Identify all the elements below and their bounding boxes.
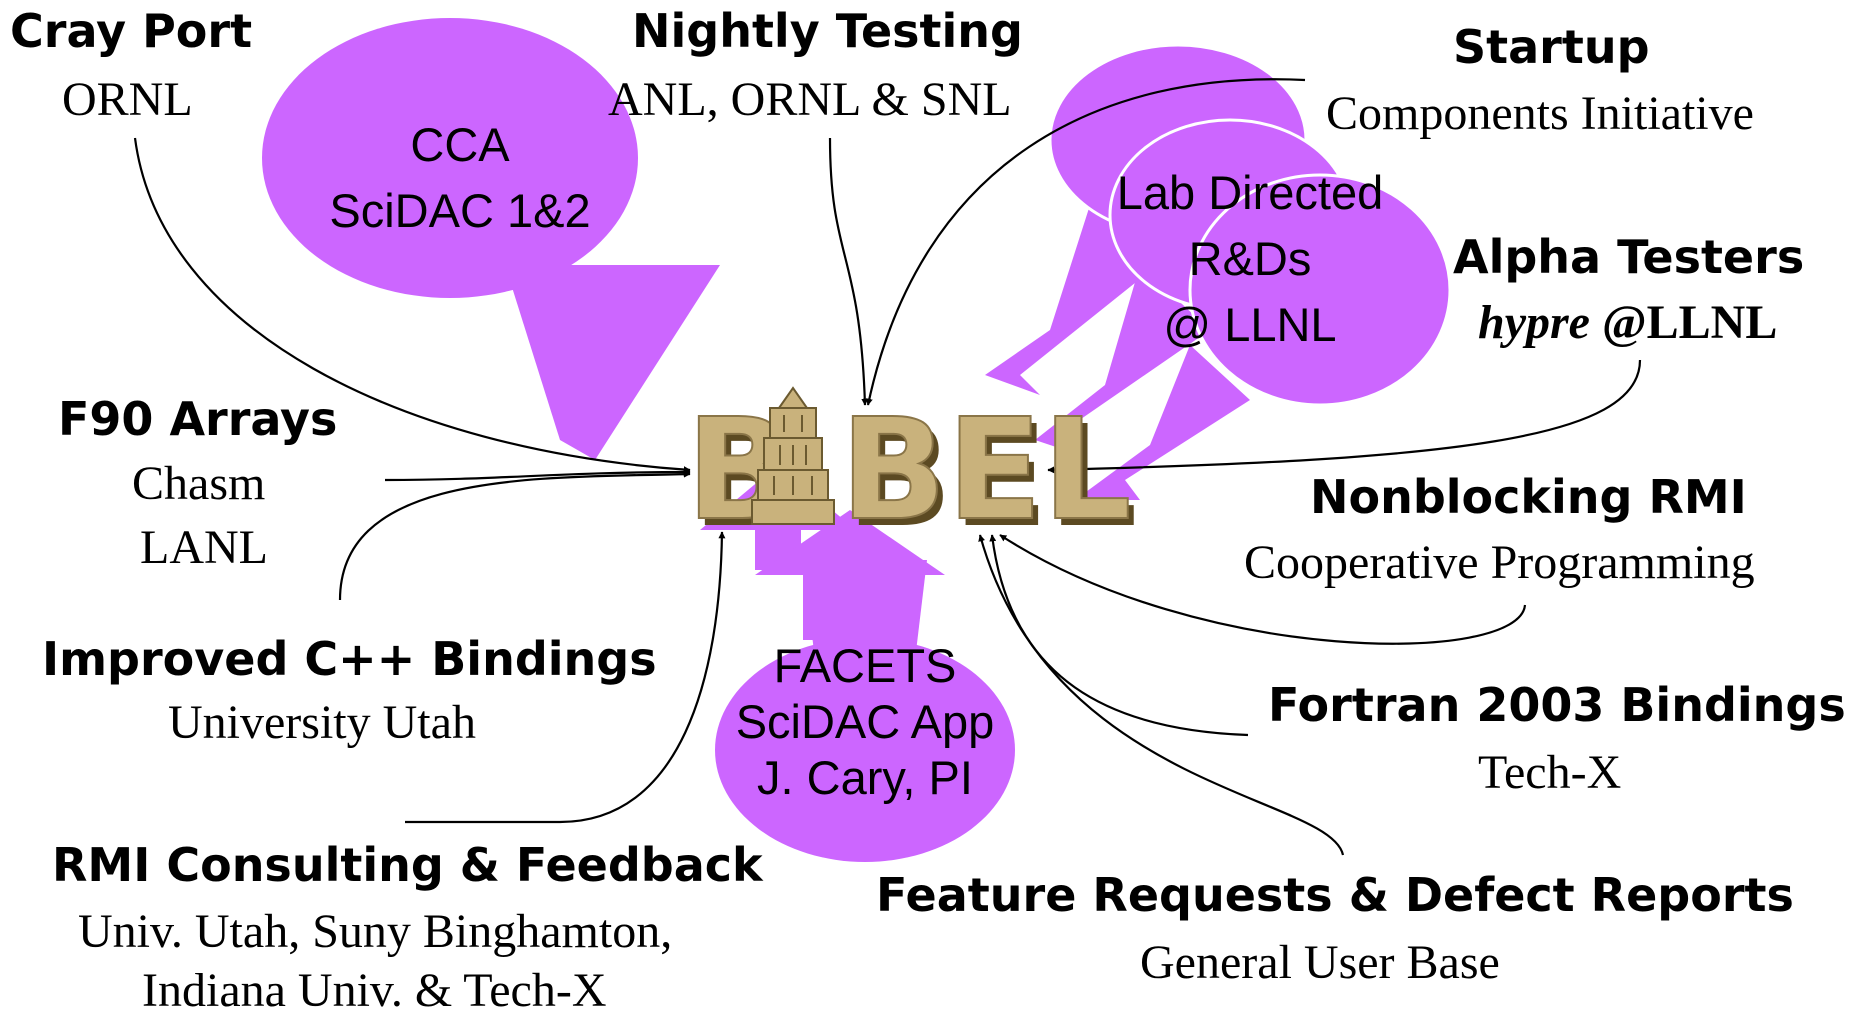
cca-speech-blob bbox=[262, 18, 720, 460]
lab-blob-text: Lab Directed R&Ds @ LLNL bbox=[1080, 160, 1420, 358]
arrow-fortran bbox=[989, 534, 1249, 737]
lab-line1: Lab Directed bbox=[1116, 166, 1384, 219]
cca-line2: SciDAC 1&2 bbox=[329, 184, 591, 237]
alpha-sub-rest: @LLNL bbox=[1589, 296, 1778, 349]
cca-blob-text: CCA SciDAC 1&2 bbox=[300, 112, 620, 244]
fortran-bindings-title: Fortran 2003 Bindings bbox=[1268, 678, 1846, 732]
cca-line1: CCA bbox=[410, 118, 510, 171]
facets-line2: SciDAC App bbox=[735, 695, 995, 748]
cpp-bindings-sub: University Utah bbox=[168, 696, 476, 749]
babel-logo: B B BEL BEL bbox=[685, 386, 1138, 559]
cray-port-sub: ORNL bbox=[62, 73, 193, 126]
svg-text:BEL: BEL bbox=[846, 396, 1138, 559]
feature-requests-sub: General User Base bbox=[1140, 936, 1500, 989]
arrow-startup bbox=[865, 78, 1306, 406]
lab-line3: @ LLNL bbox=[1163, 298, 1337, 351]
startup-sub: Components Initiative bbox=[1326, 87, 1754, 140]
fortran-bindings-sub: Tech-X bbox=[1478, 746, 1622, 799]
rmi-consulting-title: RMI Consulting & Feedback bbox=[52, 838, 763, 892]
arrow-nonblocking bbox=[999, 534, 1527, 645]
nightly-testing-sub: ANL, ORNL & SNL bbox=[608, 73, 1012, 126]
startup-title: Startup bbox=[1453, 20, 1650, 74]
lab-line2: R&Ds bbox=[1188, 232, 1312, 285]
nonblocking-rmi-title: Nonblocking RMI bbox=[1310, 470, 1747, 524]
feature-requests-title: Feature Requests & Defect Reports bbox=[876, 868, 1794, 922]
arrow-cpp bbox=[338, 470, 691, 601]
arrow-rmi bbox=[405, 531, 726, 824]
arrow-cray bbox=[133, 137, 691, 474]
f90-arrays-sub2: LANL bbox=[140, 521, 268, 574]
facets-line3: J. Cary, PI bbox=[757, 751, 973, 804]
facets-blob-text: FACETS SciDAC App J. Cary, PI bbox=[705, 638, 1025, 806]
arrow-feature bbox=[978, 534, 1345, 856]
arrow-f90 bbox=[384, 468, 691, 482]
connector-arrows bbox=[133, 78, 1642, 856]
babel-logo-letters-bel: BEL bbox=[840, 389, 1132, 552]
alpha-sub-italic: hypre bbox=[1478, 296, 1590, 349]
rmi-consulting-sub2: Indiana Univ. & Tech-X bbox=[142, 964, 607, 1017]
arrow-alpha bbox=[1047, 359, 1642, 474]
cray-port-title: Cray Port bbox=[10, 4, 253, 58]
nonblocking-rmi-sub: Cooperative Programming bbox=[1244, 536, 1755, 589]
rmi-consulting-sub1: Univ. Utah, Suny Binghamton, bbox=[78, 905, 673, 958]
f90-arrays-sub1: Chasm bbox=[132, 457, 266, 510]
facets-line1: FACETS bbox=[773, 639, 957, 692]
tower-icon bbox=[751, 386, 835, 525]
arrow-nightly bbox=[828, 137, 869, 406]
f90-arrays-title: F90 Arrays bbox=[58, 392, 338, 446]
alpha-testers-sub: hypre @LLNL bbox=[1478, 295, 1777, 350]
lab-rd-blobs bbox=[985, 43, 1452, 500]
alpha-testers-title: Alpha Testers bbox=[1453, 230, 1805, 284]
facets-up-arrow bbox=[755, 510, 945, 640]
cpp-bindings-title: Improved C++ Bindings bbox=[42, 632, 657, 686]
nightly-testing-title: Nightly Testing bbox=[632, 4, 1023, 58]
